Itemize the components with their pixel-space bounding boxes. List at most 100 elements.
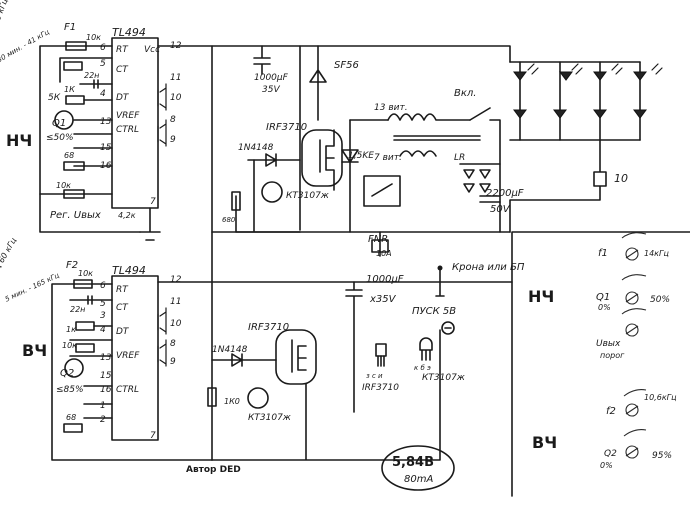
setting-f1-label: f1: [598, 248, 608, 259]
led-array: 10: [509, 61, 663, 233]
meter-ellipse: [381, 445, 455, 491]
diode2-label: 1N4148: [238, 143, 274, 153]
knob-q1-line: [625, 293, 639, 303]
lower-pin-5: 5: [100, 299, 106, 309]
upper-left-rail: [39, 45, 141, 233]
lower-c-22-label: 22н: [70, 305, 85, 314]
mosfet-top-outline: [301, 129, 343, 187]
transistor-kt3107-bottom: [247, 387, 269, 409]
lower-pin-1: 1: [100, 401, 106, 411]
lower-pin-name-ct: CT: [116, 303, 129, 313]
fuse-label: 10: [614, 172, 628, 185]
start-button: [441, 321, 455, 335]
power-stage: 1000μF 35V SF56 IRF3710 1N4148 680 КТ310…: [157, 45, 525, 461]
lower-pin-16: 16: [100, 385, 112, 395]
lower-block-label: ВЧ: [22, 341, 47, 360]
setting-q1-min: 0%: [598, 303, 611, 312]
resistor-680: [231, 191, 241, 211]
lower-pin-7: 7: [150, 431, 156, 441]
lower-r-1k-label: 1к: [66, 325, 76, 334]
lower-r-10k: [73, 279, 93, 289]
upper-q1-range: ≤50%: [46, 133, 74, 143]
upper-chip-label: TL494: [112, 26, 146, 39]
setting-q1-max: 50%: [650, 295, 670, 305]
lower-r-68: [63, 423, 83, 433]
cap2-label: 2200μF: [486, 188, 524, 199]
cap-2200uf: [479, 195, 501, 203]
cap2-voltage: 50V: [490, 204, 511, 215]
legend-irf-pins: з с и: [366, 372, 383, 380]
lower-pin-12: 12: [170, 275, 182, 285]
upper-r-10k: [65, 41, 87, 51]
upper-pin-name-dt: DT: [116, 93, 130, 103]
cap3-voltage: x35V: [369, 294, 397, 305]
cap1-label: 1000μF: [254, 73, 289, 83]
upper-r-1k-label: 1К: [64, 85, 75, 94]
meter-current: 80mA: [404, 474, 433, 485]
cap-1000uf-top: [253, 45, 271, 75]
knob-f2-arc: [623, 389, 647, 397]
fnr-rating: 10А: [376, 249, 392, 258]
upper-output-transistor-a: [157, 83, 167, 111]
setting-f2-label: f2: [606, 406, 616, 417]
setting-q1-label: Q1: [596, 292, 610, 303]
legend-irf-body: [375, 343, 387, 357]
diode3-label: 1N4148: [212, 345, 248, 355]
knob-u-line: [625, 325, 639, 335]
lower-q2-range: ≤85%: [56, 385, 84, 395]
upper-pin-9: 9: [170, 135, 176, 145]
resistor-1k0: [207, 387, 217, 407]
lower-output-transistor-b: [157, 339, 167, 367]
lower-chip-label: TL494: [112, 264, 146, 277]
setting-f2-value: 10,6кГц: [644, 393, 677, 402]
start-label: ПУСК 5В: [412, 306, 456, 317]
lower-freq-note: Осц 60 кГц: [0, 236, 18, 281]
knob-f1: [625, 247, 639, 261]
ind-secondary-label: 7 вит.: [374, 153, 402, 163]
fnr-label: FNR: [368, 234, 388, 245]
knob-f2-line: [625, 405, 639, 415]
mosfet-bottom-outline: [275, 329, 317, 385]
lower-r-10k2: [75, 343, 95, 353]
upper-pin-5: 5: [100, 59, 106, 69]
knob-f2: [625, 403, 639, 417]
top-power-rail: [157, 45, 511, 63]
switch-label: Вкл.: [454, 88, 476, 99]
lower-pin-11: 11: [170, 297, 181, 307]
legend-kt-label: КТ3107ж: [422, 373, 466, 383]
upper-r-68-label: 68: [64, 151, 74, 160]
lower-output-transistor-a: [157, 307, 167, 335]
led-columns: [519, 61, 641, 141]
author-credit: Автор DED: [186, 465, 241, 475]
diode-1n4148-bottom: [211, 353, 277, 367]
transistor1-label: КТ3107ж: [286, 191, 330, 201]
setting-q2-label: Q2: [604, 449, 617, 459]
lower-ctrl-wires: [83, 385, 113, 419]
supply-label: Крона или БП: [452, 262, 525, 273]
zener-label: 1,5KE: [348, 151, 374, 161]
lower-pin-name-rt: RT: [116, 285, 129, 295]
upper-r-68: [63, 161, 85, 171]
supply-node: [437, 265, 443, 271]
setting-q2-min: 0%: [600, 461, 613, 470]
lower-pin-2: 2: [100, 415, 106, 425]
setting-f1-value: 14кГц: [644, 249, 669, 258]
lower-dt-wires: [69, 325, 113, 357]
resistor-1k0-label: 1К0: [224, 397, 240, 406]
upper-reg-label: Рег. Uвых: [50, 210, 101, 221]
fuse-10: [509, 139, 607, 233]
lower-r-68-label: 68: [66, 413, 76, 422]
setting-u-label: Uвых: [596, 339, 621, 349]
knob-f1-arc: [621, 232, 647, 239]
legend-kt-body: [419, 337, 433, 361]
lower-pin-10: 10: [170, 319, 182, 329]
lower-pin-13: 13: [100, 353, 112, 363]
diode-1n4148-top: [247, 153, 301, 167]
legend-irf-legs: [377, 355, 385, 367]
upper-r-42-label: 4,2к: [118, 211, 136, 220]
upper-pin-6: 6: [100, 43, 106, 53]
upper-r-10k-label: 10к: [86, 33, 101, 42]
upper-output-transistor-b: [157, 119, 167, 147]
settings-nch-label: НЧ: [528, 287, 554, 306]
lower-left-rail: [51, 283, 213, 461]
